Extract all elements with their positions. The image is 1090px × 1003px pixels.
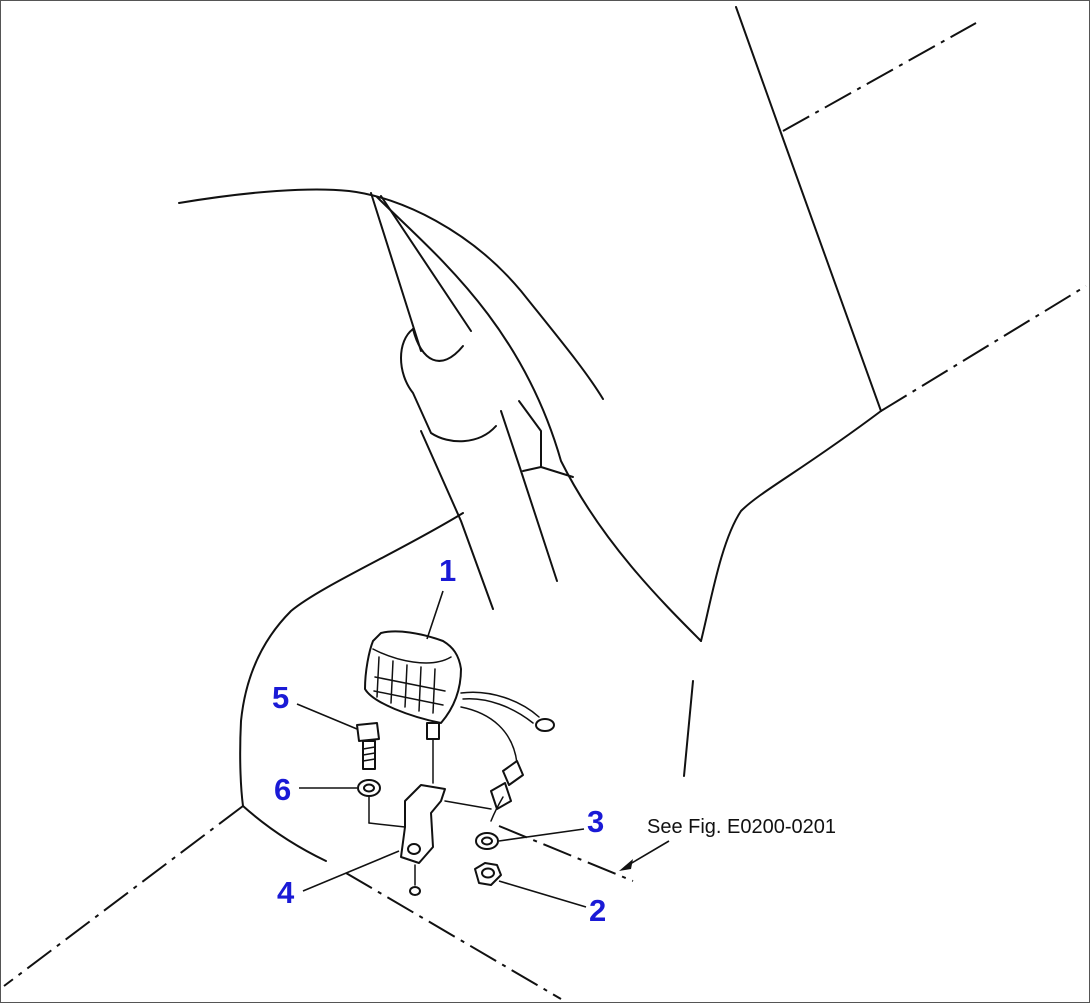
leader-4 [302,850,400,892]
lamp-wiring [460,691,555,822]
leader-1 [426,590,444,640]
work-lamp [364,630,462,784]
leader-lines [296,590,670,908]
callout-5: 5 [272,680,289,715]
reference-arrowhead [619,859,633,871]
figure-reference-note: See Fig. E0200-0201 [647,816,836,838]
washer [475,832,499,850]
mounting-bracket [368,784,492,896]
lamp-stud [426,722,440,740]
reference-leader [624,840,670,868]
callout-4: 4 [277,875,295,910]
callout-6: 6 [274,772,291,807]
leader-3 [498,828,585,842]
lock-washer [357,779,381,824]
callout-2: 2 [589,893,606,928]
callout-3: 3 [587,804,604,839]
center-lines [3,22,1087,1000]
callout-1: 1 [439,553,456,588]
leader-2 [498,880,587,908]
leader-5 [296,703,358,730]
callout-labels: 1 2 3 4 5 6 [272,553,606,928]
mounting-hole [409,886,421,896]
nut [474,862,502,886]
bracket-hole [407,843,421,855]
lamp-lens-grid [373,656,446,714]
wire-connector [502,760,524,786]
wire-connector-mate [490,782,512,810]
ring-terminal [535,718,555,732]
machine-body-outline [178,6,882,862]
bolt [356,722,380,770]
